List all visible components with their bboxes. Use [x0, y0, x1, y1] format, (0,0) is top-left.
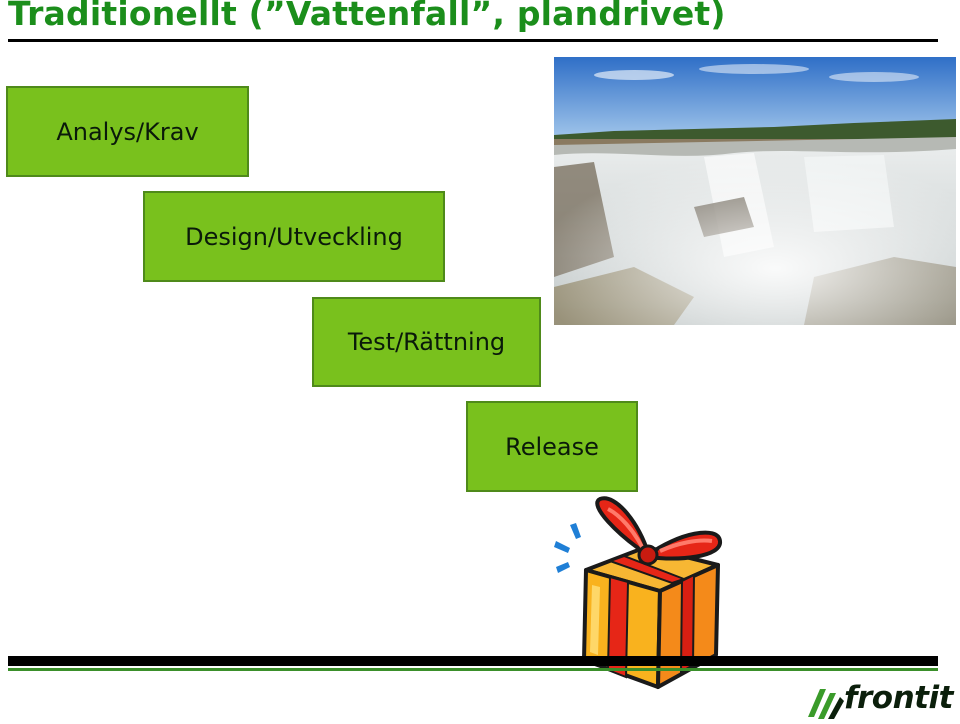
- step-test-rattning: Test/Rättning: [312, 297, 541, 387]
- waterfall-photo: [554, 57, 956, 325]
- step-design-utveckling: Design/Utveckling: [143, 191, 445, 282]
- footer-rule-accent: [8, 668, 938, 671]
- logo-text: frontit: [844, 680, 953, 716]
- frontit-logo-icon: [808, 689, 844, 719]
- gift-box-icon: [548, 495, 738, 695]
- frontit-logo: frontit: [806, 680, 953, 723]
- title-underline: [8, 39, 938, 42]
- step-release: Release: [466, 401, 638, 492]
- step-analys-krav: Analys/Krav: [6, 86, 249, 177]
- footer-rule: [8, 656, 938, 666]
- page-title: Traditionellt (”Vattenfall”, plandrivet): [8, 0, 726, 33]
